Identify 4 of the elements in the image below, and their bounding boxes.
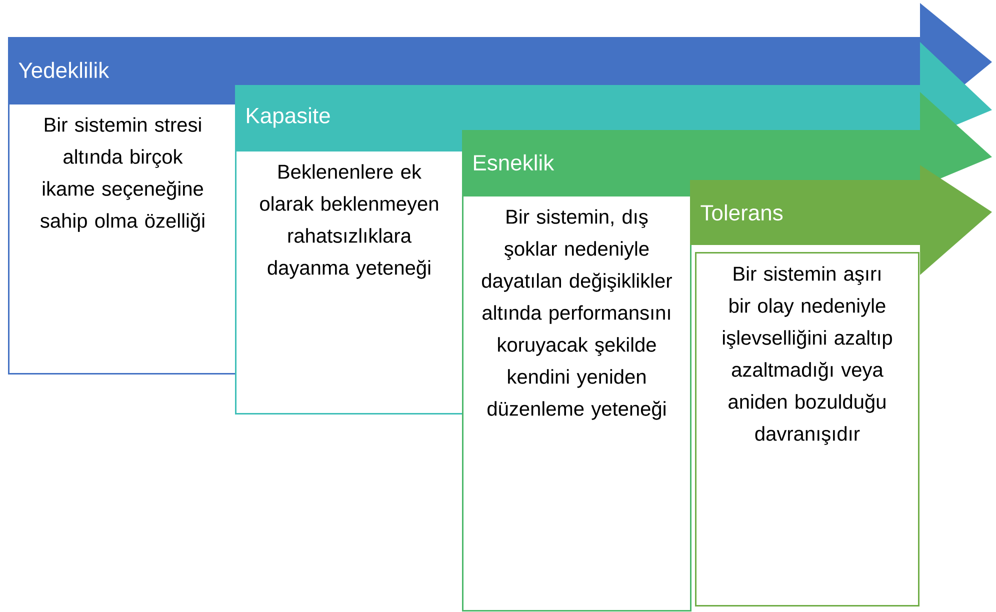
text-box: Beklenenlere ek olarak beklenmeyen rahatsızlıklara dayanma yeteneği <box>235 150 464 414</box>
text-box: Bir sistemin, dış şoklar nedeniyle dayatılan değişiklikler altında performansını koruyacak şekilde kendini yeniden düzenleme yeteneği <box>462 194 692 612</box>
text-box: Bir sistemin stresi altında birçok ikame seçeneğine sahip olma özelliği <box>8 102 238 374</box>
text-box: Bir sistemin aşırı bir olay nedeniyle işlevselliğini azaltıp azaltmadığı veya aniden bozulduğu davranışıdır <box>695 252 920 606</box>
